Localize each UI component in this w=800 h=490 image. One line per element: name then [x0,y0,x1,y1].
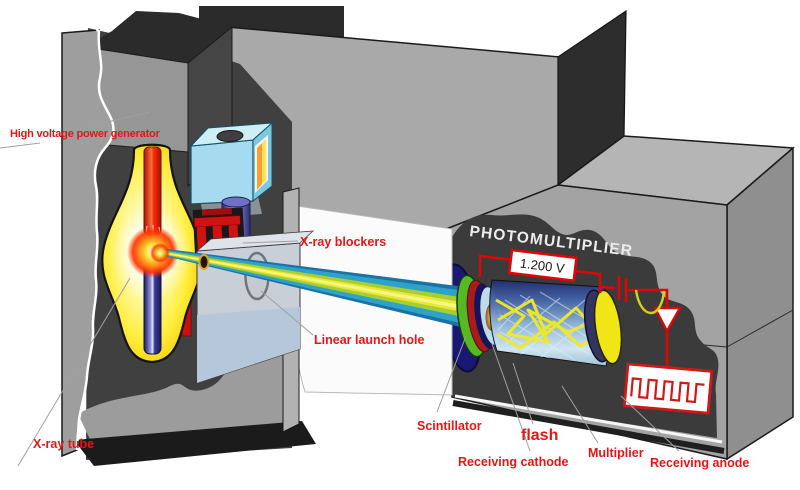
photomultiplier-tube [456,274,623,367]
cathode-rod [143,146,162,236]
label-scintillator: Scintillator [417,419,482,433]
light-rays [495,298,601,350]
hv-cable [92,6,100,32]
label-flash: flash [521,427,558,444]
xray-beam [150,243,473,330]
generator-box-top [85,11,232,63]
base-platform [74,421,316,466]
amplifier-icon [653,306,683,334]
xray-generator-housing [74,11,316,466]
leader-lines [0,111,680,467]
label-high-voltage: High voltage power generator [10,128,161,140]
wall-cut-edge [75,29,115,451]
label-receiving-anode: Receiving anode [650,456,749,470]
square-wave-icon [630,377,705,404]
label-multiplier: Multiplier [588,446,644,460]
voltage-box: 1.200 V [507,248,578,283]
pulse-curve-icon [634,289,666,315]
label-xray-blockers: X-ray blockers [300,235,386,249]
blue-box-hole [216,129,244,143]
voltage-value: 1.200 V [519,256,566,276]
square-wave-display [622,362,714,415]
beam-exit-ring [198,254,210,270]
blue-box-front [190,139,254,205]
label-launch-hole: Linear launch hole [314,333,424,347]
label-receiving-cathode: Receiving cathode [458,455,568,469]
launch-block-top [195,230,315,252]
front-wall-plate [61,6,115,458]
anode-disc [593,289,623,365]
capacitor-icon [617,276,628,302]
label-xray-tube: X-ray tube [33,437,94,451]
circuit [478,254,683,368]
